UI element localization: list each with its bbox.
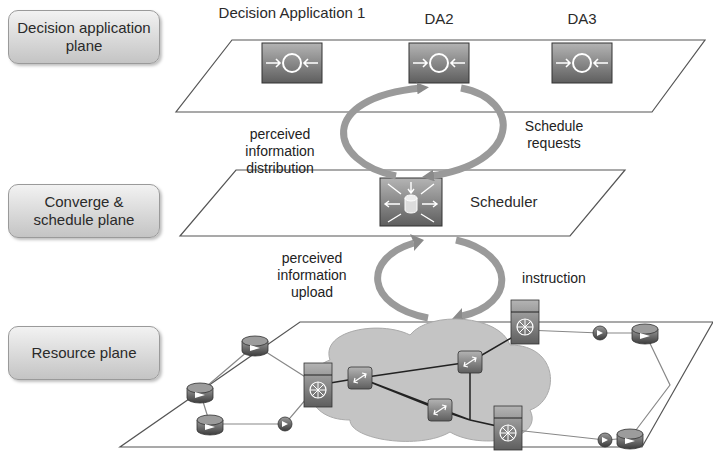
plane-label: Converge & schedule plane [8,184,160,238]
arrow-label: perceived information distribution [224,126,336,176]
plane-name: Resource plane [31,344,136,362]
scheduler-node: Scheduler [378,176,542,228]
app-node: DA3 [550,10,614,88]
node-label: Decision Application 1 [219,4,366,22]
circular-arrow [344,88,421,176]
plane-label: Decision application plane [8,10,160,64]
decision-app-icon [552,43,612,83]
arrow-label: perceived information upload [262,250,362,300]
node-label: Scheduler [470,193,542,211]
arrow-label: Schedule requests [512,118,596,152]
app-node: Decision Application 1 [219,4,366,88]
arrow-label: instruction [514,270,594,287]
scheduler-icon [380,178,442,226]
node-label: DA3 [550,10,614,28]
plane-name: Converge & schedule plane [17,193,151,229]
decision-app-icon [409,43,469,83]
app-node: DA2 [407,10,471,88]
plane-name: Decision application plane [17,19,151,55]
plane-label: Resource plane [8,326,160,380]
network [187,300,670,450]
circular-arrow [430,88,503,176]
decision-app-icon [262,43,322,83]
node-label: DA2 [407,10,471,28]
